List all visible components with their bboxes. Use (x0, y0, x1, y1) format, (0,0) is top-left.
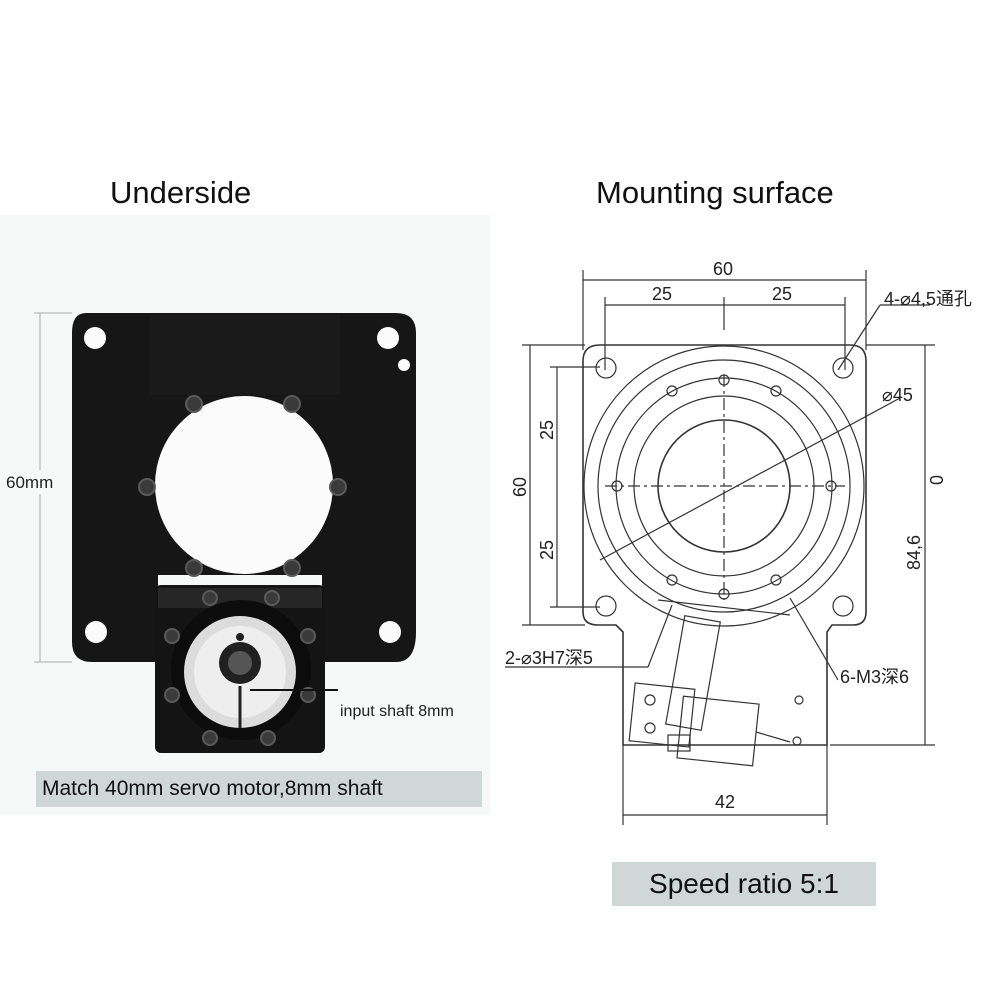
dim-top-left-half: 25 (652, 284, 672, 304)
dim-top-right-half: 25 (772, 284, 792, 304)
mounting-surface-heading: Mounting surface (596, 175, 834, 210)
through-holes-callout: 4-⌀4,5通孔 (884, 289, 972, 309)
input-shaft-label: input shaft 8mm (340, 703, 454, 720)
dim-left-overall: 60 (510, 477, 530, 497)
dim-right-height: 84,6 (904, 535, 924, 570)
dim-left-lower: 25 (537, 540, 557, 560)
dim-top-overall: 60 (713, 259, 733, 279)
servo-match-caption: Match 40mm servo motor,8mm shaft (36, 771, 482, 807)
height-dimension-label: 60mm (6, 473, 53, 492)
dim-bottom-width: 42 (715, 792, 735, 812)
motor-flange (155, 585, 338, 753)
underside-heading: Underside (110, 175, 252, 210)
threaded-holes-callout: 6-M3深6 (840, 667, 909, 687)
pin-holes-callout: 2-⌀3H7深5 (505, 648, 593, 668)
mounting-plate (72, 313, 416, 662)
dim-left-upper: 25 (537, 420, 557, 440)
dim-right-zero: 0 (927, 475, 947, 485)
bore-callout: ⌀45 (882, 385, 913, 405)
underside-photo: 60mm (0, 215, 490, 815)
speed-ratio-caption: Speed ratio 5:1 (612, 862, 876, 906)
